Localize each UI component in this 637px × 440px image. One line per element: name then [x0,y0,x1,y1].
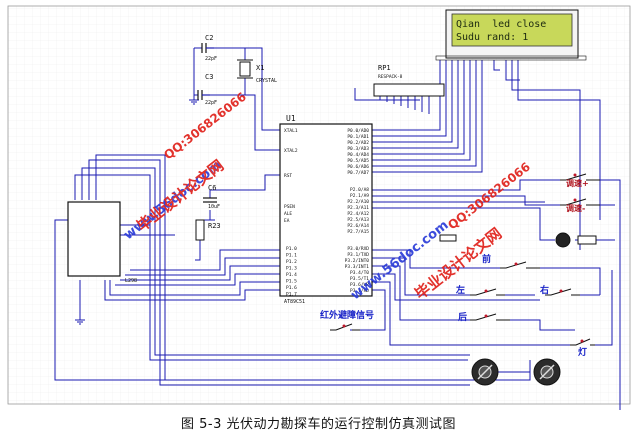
pin-p2-0: P2.0/A8 [350,187,369,193]
pin-p0-0: P0.0/AD0 [347,128,369,134]
rp1-part: RESPACK-8 [378,74,403,80]
rst-pin: RST [284,173,292,179]
r23-label: R23 [208,222,221,230]
speed-up-button [560,173,600,181]
speed-indicator [555,232,597,248]
pin-p2-5: P2.5/A13 [347,217,369,223]
pin-p2-3: P2.3/A11 [347,205,369,211]
port-p0-pins: P0.0/AD0P0.1/AD1P0.2/AD2P0.3/AD3P0.4/AD4… [347,128,369,176]
back-button [470,313,510,321]
dc-motor-right [533,358,561,386]
left-button [470,288,505,296]
pin-p3-5: P3.5/T1 [350,276,369,282]
port-p3-pins: P3.0/RXDP3.1/TXDP3.2/INT0P3.3/INT1P3.4/T… [345,246,370,294]
psen-pin: PSEN [284,204,295,210]
forward-button [500,261,540,269]
pin-p1-7: P1.7 [286,292,297,298]
ea-pin: EA [284,218,290,224]
pin-p0-4: P0.4/AD4 [347,152,369,158]
pin-p0-7: P0.7/AD7 [347,170,369,176]
c3-value: 22pF [205,100,217,106]
u1-part: AT89C51 [284,299,305,305]
pin-p0-6: P0.6/AD6 [347,164,369,170]
capacitor-c6 [203,197,217,203]
light-button [570,338,595,346]
lcd-display [435,9,587,61]
pin-p0-1: P0.1/AD1 [347,134,369,140]
pin-p3-2: P3.2/INT0 [345,258,370,264]
forward-label: 前 [482,253,491,265]
rp1-label: RP1 [378,64,391,72]
pin-p0-3: P0.3/AD3 [347,146,369,152]
pin-p2-2: P2.2/A10 [347,199,369,205]
pin-p3-0: P3.0/RXD [347,246,369,252]
motor-driver-chip [67,201,121,277]
c6-value: 10uF [208,204,220,210]
pin-p3-3: P3.3/INT1 [345,264,370,270]
figure-caption: 图 5-3 光伏动力勘探车的运行控制仿真测试图 [181,417,456,432]
c2-label: C2 [205,34,213,42]
capacitor-c3 [197,90,210,100]
crystal-x1 [237,59,253,79]
obstacle-label: 红外避障信号 [320,309,374,321]
rp1-resistor-pack [373,83,445,97]
resistor-r23 [195,219,205,241]
push-buttons [330,173,600,346]
speed-down-button [560,198,600,206]
driver-part: L298 [125,278,137,284]
pin-p1-0: P1.0 [286,246,297,252]
pin-p0-2: P0.2/AD2 [347,140,369,146]
xtal2-pin: XTAL2 [284,148,298,154]
pin-p1-5: P1.5 [286,279,297,285]
port-p1-pins: P1.0P1.1P1.2P1.3P1.4P1.5P1.6P1.7 [286,246,297,298]
capacitor-c2 [201,43,214,53]
speed-down-label: 调速- [566,203,585,213]
pin-p2-7: P2.7/A15 [347,229,369,235]
lcd-line-2: Sudu rand: 1 [456,32,528,43]
circuit-schematic: C2 22pF C3 22pF X1 CRYSTAL C6 10uF R23 U… [7,5,631,410]
obstacle-button [330,323,360,331]
u1-microcontroller [279,123,373,297]
pin-p1-6: P1.6 [286,285,297,291]
pin-p2-4: P2.4/A12 [347,211,369,217]
port-p2-pins: P2.0/A8P2.1/A9P2.2/A10P2.3/A11P2.4/A12P2… [347,187,369,235]
wires [54,47,621,410]
right-label: 右 [539,284,549,296]
right-button [545,288,580,296]
ground-symbols [75,99,215,325]
c3-label: C3 [205,73,213,81]
light-label: 灯 [578,346,587,358]
pin-p3-7: P3.7/RD [350,288,369,294]
x1-label: X1 [256,64,264,72]
pin-p1-4: P1.4 [286,272,297,278]
dc-motor-left [471,358,499,386]
xtal1-pin: XTAL1 [284,128,298,134]
left-label: 左 [455,284,465,296]
lcd-line-1: Qian led close [456,19,546,30]
pin-p0-5: P0.5/AD5 [347,158,369,164]
pin-p2-6: P2.6/A14 [347,223,369,229]
pin-p3-6: P3.6/WR [350,282,369,288]
pin-p1-3: P1.3 [286,266,297,272]
resistor-small [439,234,457,242]
pin-p1-2: P1.2 [286,259,297,265]
c2-value: 22pF [205,56,217,62]
speed-up-label: 调速+ [566,178,589,188]
pin-p3-1: P3.1/TXD [347,252,369,258]
back-label: 后 [458,311,467,323]
x1-value: CRYSTAL [256,78,277,84]
pin-p1-1: P1.1 [286,253,297,259]
u1-label: U1 [286,114,296,123]
pin-p2-1: P2.1/A9 [350,193,369,199]
c6-label: C6 [208,184,216,192]
pin-p3-4: P3.4/T0 [350,270,369,276]
ale-pin: ALE [284,211,292,217]
